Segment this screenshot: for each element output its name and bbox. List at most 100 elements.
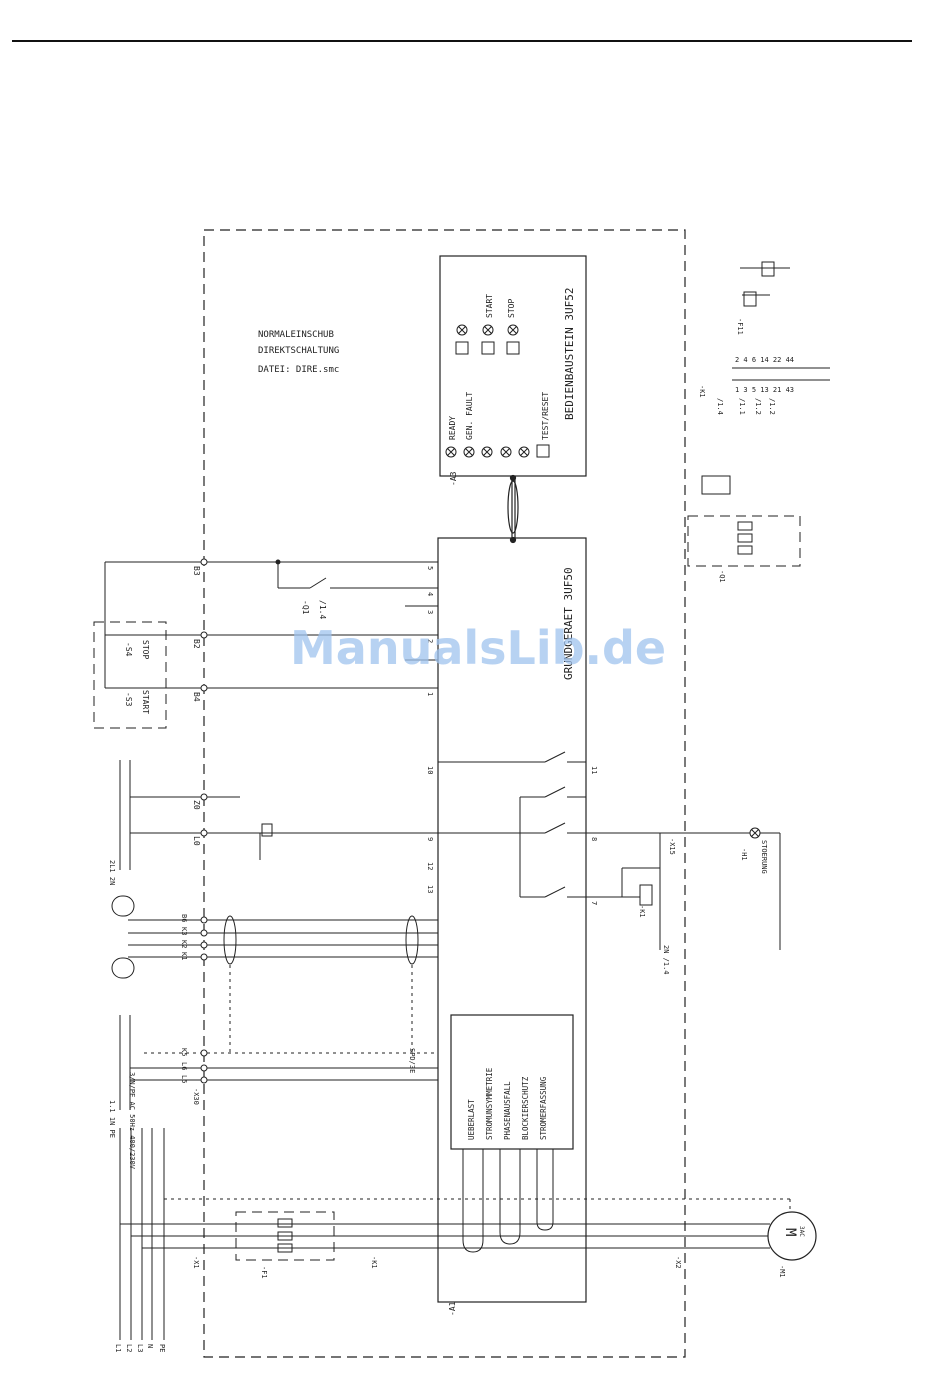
control-supply-wires (119, 760, 438, 870)
sensor-wires (111, 895, 438, 1110)
lamp-ref: -H1 (740, 848, 748, 861)
led-fault-label: GEN. FAULT (465, 392, 474, 440)
panel-led-icons (445, 324, 550, 458)
line-l1: L1 (114, 1344, 122, 1352)
pin-7: 7 (590, 901, 598, 905)
terminal-b3: B3 (192, 566, 201, 576)
bus-term-k1: K1 (180, 952, 188, 960)
pin-8: 8 (590, 837, 598, 841)
header-rule (12, 40, 912, 42)
info-line-2: DIREKTSCHALTUNG (258, 346, 339, 356)
x15-ref: -X15 (668, 838, 676, 855)
pin-12: 12 (426, 862, 434, 870)
line-n: N (146, 1344, 154, 1348)
bus-term-l5: L5 (180, 1075, 188, 1083)
motor-icon (767, 1211, 817, 1261)
motor-type: 3AC (798, 1226, 805, 1237)
control-terminals (200, 558, 281, 692)
bus-term-k3: K3 (180, 927, 188, 935)
stop-button-ref: -S4 (124, 642, 133, 657)
motor-ref: -M1 (778, 1265, 786, 1278)
contactor-ref: -K1 (370, 1256, 378, 1269)
legend-motor-protect: -Q1 (718, 570, 726, 583)
base-unit-ref: -A1 (448, 1301, 457, 1316)
pushbutton-box (93, 621, 167, 729)
pin-11: 11 (590, 766, 598, 774)
x2-ref: -X2 (674, 1256, 682, 1269)
x10-terminals (200, 793, 208, 837)
function-1: UEBERLAST (467, 1099, 476, 1140)
coil-ref: -K1 (638, 905, 646, 918)
legend-contacts-top: 2 4 6 14 22 44 (735, 356, 794, 364)
panel-ref: -A3 (449, 471, 458, 486)
phase-ref: 1.1 1N PE (108, 1100, 116, 1138)
power-lines (119, 1128, 791, 1340)
bus-term-b6: B6 (180, 914, 188, 922)
output-contacts (438, 751, 781, 950)
x1-ref: -X1 (192, 1256, 200, 1269)
x30-ref: -X30 (192, 1088, 200, 1105)
legend-contacts-bottom: 1 3 5 13 21 43 (735, 386, 794, 394)
panel-link-cable (507, 474, 519, 544)
line-pe: PE (158, 1344, 166, 1352)
start-button-label: START (141, 690, 150, 714)
legend-contactor: -K1 (698, 385, 706, 398)
start-label: START (485, 294, 494, 318)
pin-13: 13 (426, 885, 434, 893)
status-lamp-icon (749, 827, 761, 839)
shield-lines (144, 965, 438, 1054)
function-5: STROMERFASSUNG (539, 1076, 548, 1140)
pin-1: 1 (426, 692, 434, 696)
lamp-label: STOERUNG (760, 840, 768, 874)
relay-xref: /1.4 (318, 600, 327, 619)
terminal-z0: Z0 (192, 800, 201, 810)
info-line-3: DATEI: DIRE.smc (258, 365, 339, 375)
cabinet-frame (203, 229, 686, 1358)
pin-2: 2 (426, 639, 434, 643)
led-ready-label: READY (448, 416, 457, 440)
bus-terminals (200, 916, 208, 1084)
stop-button-label: STOP (141, 640, 150, 659)
pin-5: 5 (426, 566, 434, 570)
bus-term-l6: L6 (180, 1062, 188, 1070)
bus-term-k5: K5 (180, 1048, 188, 1056)
line-l3: L3 (136, 1344, 144, 1352)
pin-4: 4 (426, 592, 434, 596)
base-unit-title: GRUNDGERAET 3UF50 (562, 567, 575, 680)
function-3: PHASENAUSFALL (503, 1081, 512, 1140)
legend-symbols (687, 261, 830, 567)
stop-label: STOP (507, 299, 516, 318)
info-line-1: NORMALEINSCHUB (258, 330, 334, 340)
bus-term-k2: K2 (180, 940, 188, 948)
ct-wires (462, 1149, 554, 1253)
spd-label: SPD/3E (408, 1048, 416, 1073)
line-l2: L2 (125, 1344, 133, 1352)
pin-10: 10 (426, 766, 434, 774)
watermark: ManualsLib.de (290, 621, 666, 675)
legend-fuse: -F11 (736, 318, 744, 335)
fuse-ref: -F1 (260, 1266, 268, 1279)
terminal-b4: B4 (192, 692, 201, 702)
function-2: STROMUNSYMMETRIE (485, 1067, 494, 1140)
function-4: BLOCKIERSCHUTZ (521, 1076, 530, 1140)
legend-xref-2: /1.1 (738, 398, 746, 415)
pin-3: 3 (426, 610, 434, 614)
terminal-b2: B2 (192, 639, 201, 649)
control-wires (104, 561, 438, 689)
supply-note: 3/N/PE AC 50Hz 400/230V (128, 1072, 136, 1170)
legend-xref-4: /1.2 (768, 398, 776, 415)
panel-title: BEDIENBAUSTEIN 3UF52 (563, 288, 576, 420)
start-button-ref: -S3 (124, 692, 133, 707)
supply-ref: 2L1 2N (108, 860, 116, 885)
relay-ref: -Q1 (301, 600, 310, 615)
motor-label: M (782, 1228, 798, 1236)
function-box (450, 1014, 574, 1150)
terminal-l0: L0 (192, 836, 201, 846)
legend-xref-1: /1.4 (716, 398, 724, 415)
legend-xref-3: /1.2 (754, 398, 762, 415)
pin-9: 9 (426, 837, 434, 841)
test-reset-label: TEST/RESET (541, 392, 550, 440)
xref-2n: 2N /1.4 (662, 945, 670, 975)
